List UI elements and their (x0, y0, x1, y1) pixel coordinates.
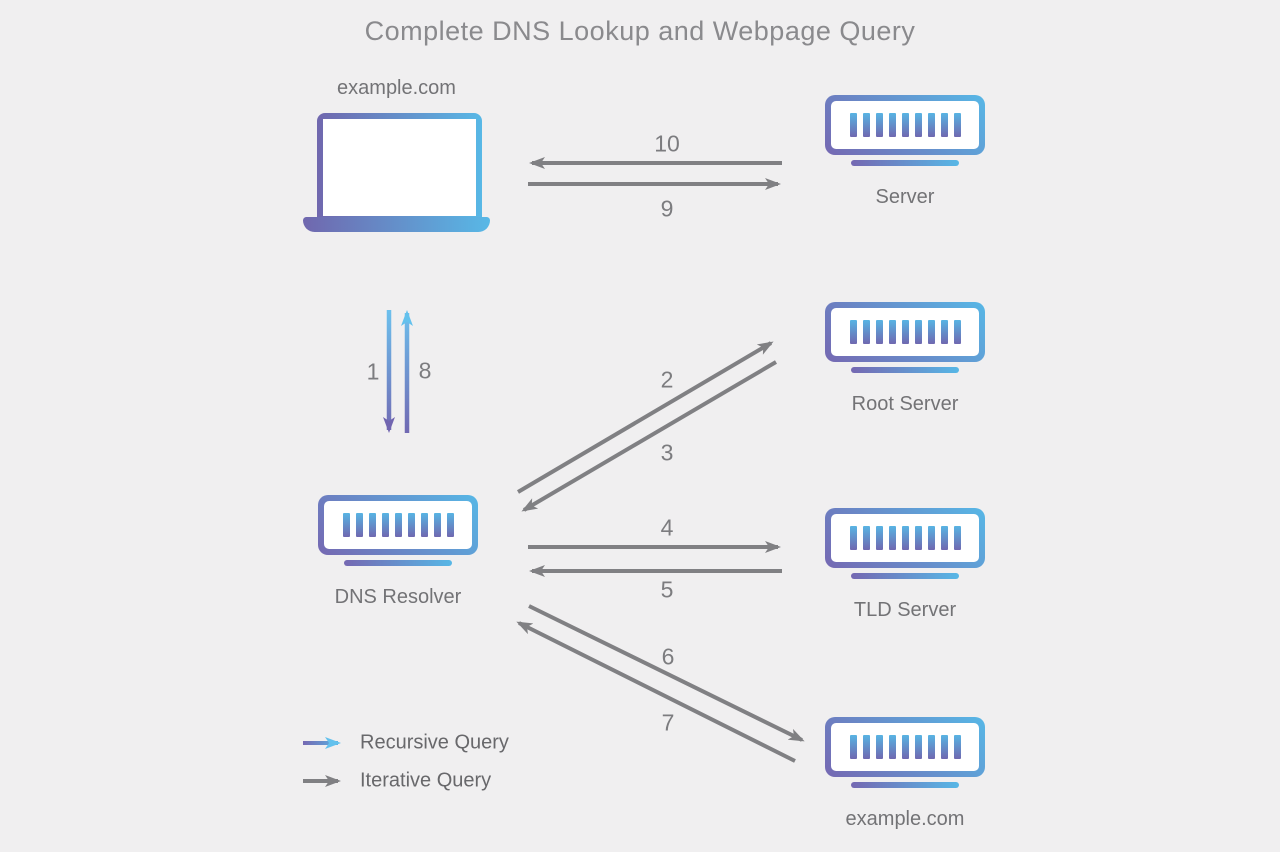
server-slot-bar (862, 113, 870, 137)
laptop-screen (323, 119, 476, 216)
server-slot-bar (381, 513, 389, 537)
arrow-step-7 (516, 621, 796, 763)
server-slot-bar (927, 735, 935, 759)
step-number-7: 7 (661, 709, 675, 736)
web-server-label: Server (875, 186, 935, 208)
server-stand (851, 782, 959, 788)
step-number-8: 8 (418, 357, 432, 384)
server-slot-bar (888, 526, 896, 550)
server-slot-bar (849, 526, 857, 550)
server-slot-bar (862, 526, 870, 550)
step-number-6: 6 (661, 643, 675, 670)
server-slot-bar (953, 320, 961, 344)
server-slot-bar (901, 735, 909, 759)
server-slot-bar (953, 113, 961, 137)
server-slot-bar (875, 113, 883, 137)
server-stand (344, 560, 452, 566)
server-slot-bar (914, 735, 922, 759)
step-number-1: 1 (366, 358, 380, 385)
server-slot-bar (940, 526, 948, 550)
server-stand (851, 573, 959, 579)
step-number-5: 5 (660, 576, 674, 603)
server-slot-bar (953, 735, 961, 759)
server-icon (825, 508, 985, 568)
server-slot-bar (433, 513, 441, 537)
server-icon (318, 495, 478, 555)
server-stand (851, 160, 959, 166)
server-stand (851, 367, 959, 373)
server-slot-bar (394, 513, 402, 537)
legend-recursive-label: Recursive Query (360, 731, 509, 754)
server-icon (825, 95, 985, 155)
server-slot-bar (849, 320, 857, 344)
server-slot-bar (901, 526, 909, 550)
dns-resolver-label: DNS Resolver (334, 586, 462, 608)
server-slot-bar (875, 735, 883, 759)
server-slot-bar (953, 526, 961, 550)
server-slot-bar (888, 320, 896, 344)
server-slot-bar (901, 320, 909, 344)
diagram-title: Complete DNS Lookup and Webpage Query (364, 16, 916, 46)
step-number-9: 9 (660, 195, 674, 222)
server-slot-bar (862, 735, 870, 759)
server-slot-bar (927, 526, 935, 550)
step-number-3: 3 (660, 439, 674, 466)
server-slot-bar (940, 320, 948, 344)
server-slot-bar (940, 113, 948, 137)
step-number-2: 2 (660, 366, 674, 393)
server-icon (825, 302, 985, 362)
legend-iterative-label: Iterative Query (360, 769, 492, 792)
server-slot-bar (407, 513, 415, 537)
server-slot-bar (927, 113, 935, 137)
client-label: example.com (337, 77, 456, 99)
server-icon (825, 717, 985, 777)
server-slot-bar (446, 513, 454, 537)
tld-server-label: TLD Server (853, 599, 957, 621)
server-slot-bar (914, 113, 922, 137)
server-slot-bar (368, 513, 376, 537)
server-slot-bar (914, 320, 922, 344)
server-slot-bar (849, 113, 857, 137)
server-slot-bar (914, 526, 922, 550)
server-slot-bar (927, 320, 935, 344)
server-slot-bar (862, 320, 870, 344)
server-slot-bar (875, 320, 883, 344)
laptop-icon (317, 113, 482, 222)
node-root-server: Root Server (825, 302, 985, 416)
root-server-label: Root Server (851, 393, 959, 415)
server-slot-bar (420, 513, 428, 537)
server-slot-bar (342, 513, 350, 537)
arrow-step-2 (516, 341, 774, 494)
server-slot-bar (940, 735, 948, 759)
node-web-server: Server (825, 95, 985, 209)
step-number-10: 10 (654, 130, 680, 157)
authoritative-server-label: example.com (845, 808, 965, 830)
server-slot-bar (875, 526, 883, 550)
node-dns-resolver: DNS Resolver (318, 495, 478, 609)
node-authoritative-server: example.com (825, 717, 985, 831)
laptop-base (303, 217, 490, 232)
server-slot-bar (355, 513, 363, 537)
server-slot-bar (888, 735, 896, 759)
server-slot-bar (888, 113, 896, 137)
arrow-step-6 (528, 604, 805, 742)
server-slot-bar (849, 735, 857, 759)
server-slot-bar (901, 113, 909, 137)
arrow-step-3 (521, 360, 778, 512)
step-number-4: 4 (660, 514, 674, 541)
node-tld-server: TLD Server (825, 508, 985, 622)
